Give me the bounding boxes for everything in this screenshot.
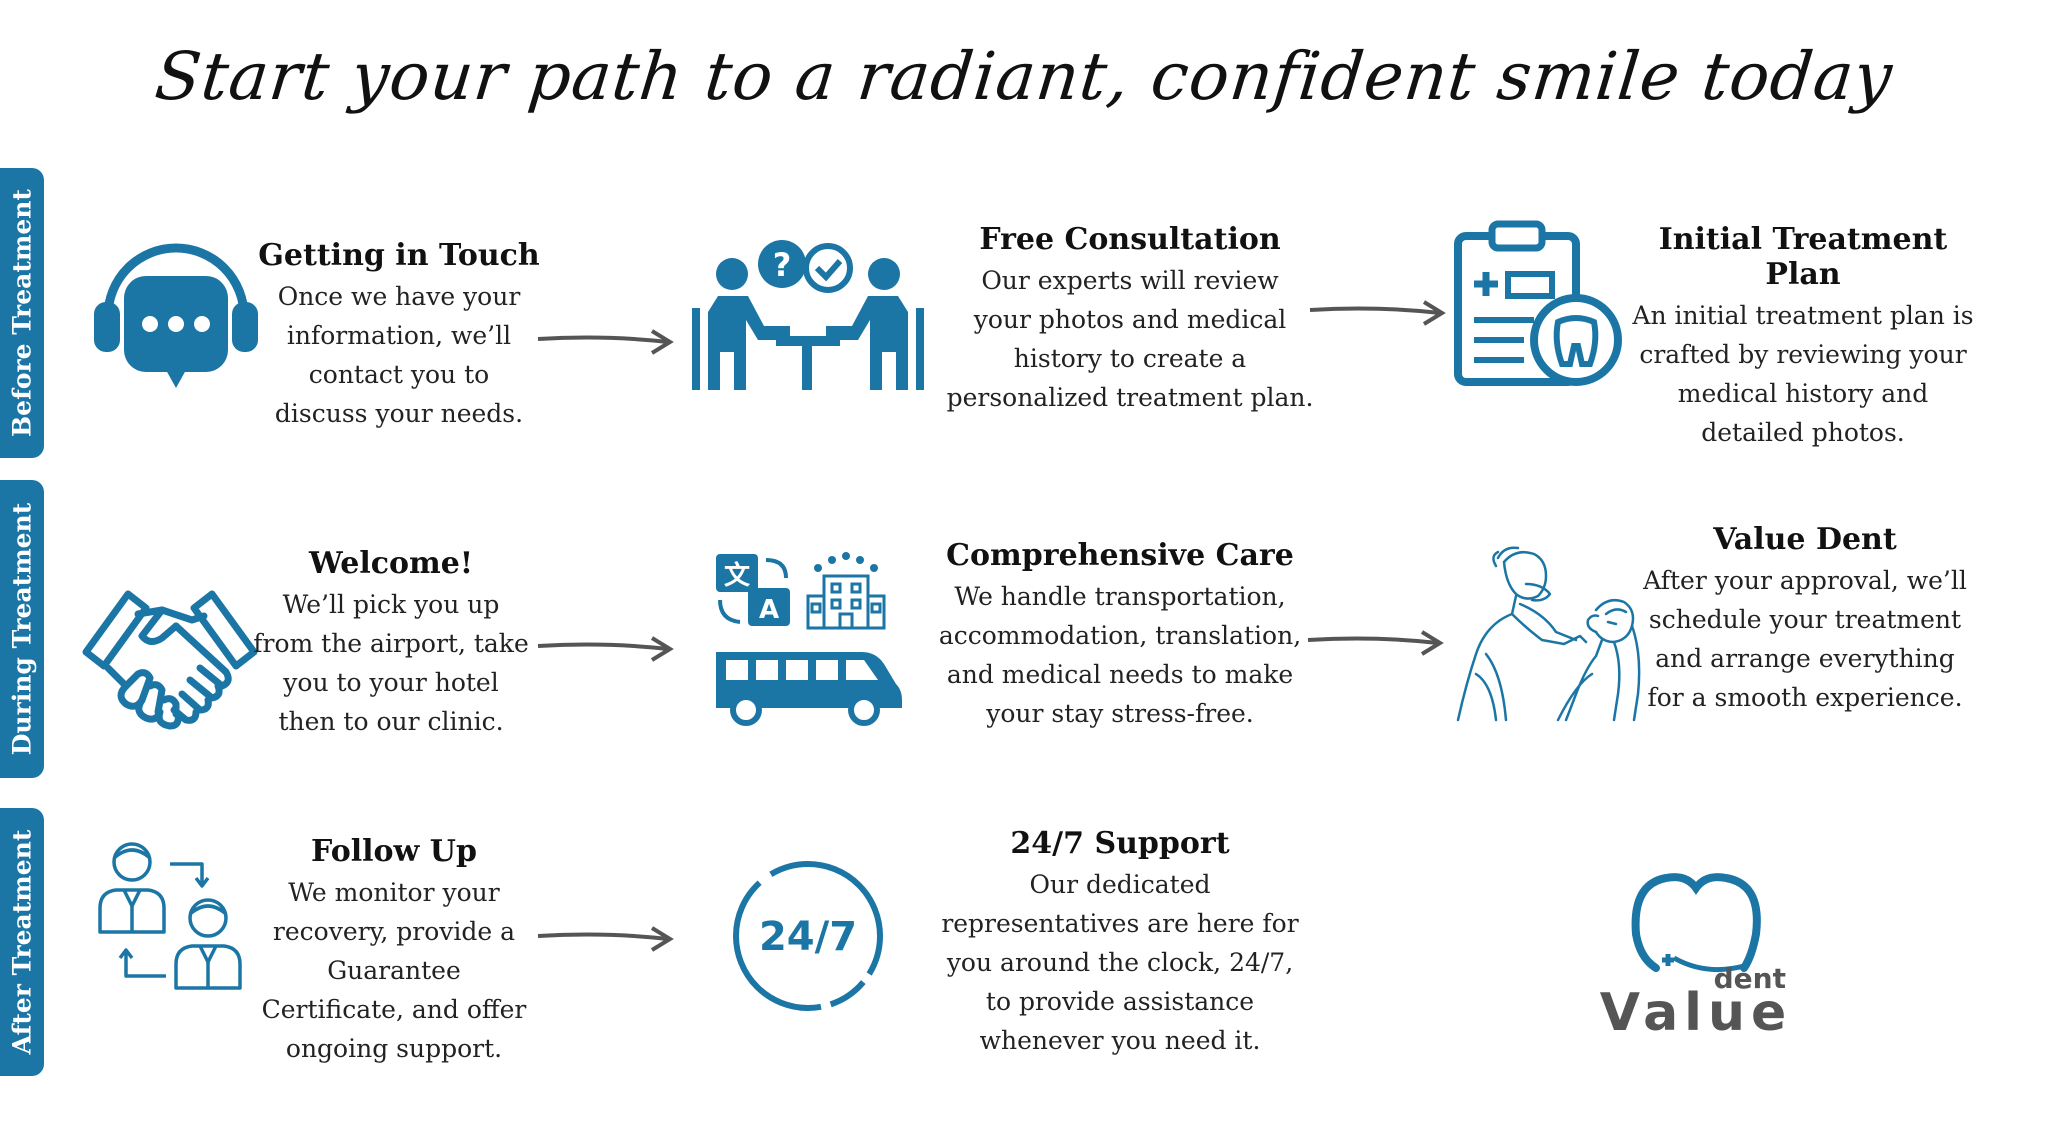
step-title: Follow Up: [311, 834, 477, 869]
step-line: medical history and: [1677, 379, 1929, 408]
svg-text:A: A: [759, 595, 779, 625]
support-icon-text: 24/7: [759, 914, 857, 960]
step-line: Certificate, and offer: [261, 995, 527, 1024]
step-line: detailed photos.: [1701, 418, 1905, 447]
phase-label: During Treatment: [7, 502, 37, 756]
step-line: information, we’ll: [286, 321, 512, 350]
step-title: Getting in Touch: [258, 238, 540, 273]
step-line: recovery, provide a: [272, 917, 516, 946]
clipboard-tooth-icon: [1454, 220, 1622, 386]
phase-tab-before: Before Treatment: [0, 168, 44, 458]
step-line: schedule your treatment: [1648, 605, 1962, 634]
step-line: personalized treatment plan.: [946, 383, 1314, 412]
step-follow-up: Follow Up We monitor your recovery, provi…: [252, 834, 536, 1068]
consultation-icon: ?: [692, 240, 924, 390]
step-value-dent: Value Dent After your approval, we’ll sch…: [1624, 522, 1986, 717]
svg-text:文: 文: [724, 560, 751, 591]
step-line: you to your hotel: [283, 668, 499, 697]
support-24-7-icon: 24/7: [733, 861, 883, 1011]
step-line: We monitor your: [288, 878, 500, 907]
step-line: Guarantee: [327, 956, 461, 985]
step-title: Value Dent: [1713, 522, 1897, 557]
step-line: and medical needs to make: [946, 660, 1294, 689]
phase-tab-during: During Treatment: [0, 480, 44, 778]
arrow-right-icon: [1307, 630, 1444, 656]
step-line: representatives are here for: [941, 909, 1299, 938]
step-line: you around the clock, 24/7,: [946, 948, 1294, 977]
step-line: Once we have your: [277, 282, 521, 311]
step-title: Free Consultation: [979, 222, 1281, 257]
step-title: Welcome!: [308, 546, 473, 581]
step-24-7-support: 24/7 Support Our dedicated representative…: [920, 826, 1320, 1060]
step-comprehensive-care: Comprehensive Care We handle transportat…: [920, 538, 1320, 733]
chat-headset-icon: [94, 243, 258, 388]
phase-tab-after: After Treatment: [0, 808, 44, 1076]
arrow-right-icon: [1309, 300, 1446, 326]
step-line: An initial treatment plan is: [1632, 301, 1974, 330]
step-title: 24/7 Support: [1010, 826, 1230, 861]
step-line: from the airport, take: [253, 629, 529, 658]
dentist-patient-illustration: [1456, 546, 1641, 722]
step-line: ongoing support.: [285, 1034, 503, 1063]
step-line: Our experts will review: [981, 266, 1279, 295]
step-line: history to create a: [1013, 344, 1247, 373]
phase-label: Before Treatment: [7, 189, 37, 437]
step-line: crafted by reviewing your: [1639, 340, 1967, 369]
step-title: Initial Treatment Plan: [1658, 222, 1948, 292]
translation-hotel-van-icon: 文 A: [716, 552, 902, 726]
step-line: accommodation, translation,: [938, 621, 1302, 650]
logo-small-text: dent: [1714, 962, 1786, 995]
step-line: After your approval, we’ll: [1643, 566, 1967, 595]
step-line: whenever you need it.: [979, 1026, 1261, 1055]
arrow-right-icon: [537, 636, 674, 662]
step-line: and arrange everything: [1655, 644, 1955, 673]
value-dent-logo: dent Value: [1600, 873, 1793, 1034]
step-line: contact you to: [308, 360, 490, 389]
step-line: Our dedicated: [1029, 870, 1211, 899]
step-line: We handle transportation,: [954, 582, 1286, 611]
step-title: Comprehensive Care: [946, 538, 1294, 573]
svg-text:?: ?: [773, 246, 792, 284]
step-line: your stay stress-free.: [986, 699, 1254, 728]
step-line: then to our clinic.: [278, 707, 504, 736]
step-initial-treatment-plan: Initial Treatment Plan An initial treatm…: [1620, 222, 1986, 452]
arrow-right-icon: [537, 926, 674, 952]
arrow-right-icon: [537, 329, 674, 355]
step-line: to provide assistance: [985, 987, 1255, 1016]
handshake-icon: [82, 590, 258, 730]
logo-word: Value: [1600, 983, 1793, 1034]
step-free-consultation: Free Consultation Our experts will revie…: [930, 222, 1330, 417]
step-line: your photos and medical: [973, 305, 1287, 334]
step-line: We’ll pick you up: [282, 590, 500, 619]
step-welcome: Welcome! We’ll pick you up from the airpo…: [246, 546, 536, 741]
step-line: for a smooth experience.: [1647, 683, 1963, 712]
step-getting-in-touch: Getting in Touch Once we have your inform…: [254, 238, 544, 433]
page-title: Start your path to a radiant, confident …: [151, 38, 1897, 115]
step-line: discuss your needs.: [274, 399, 524, 428]
phase-label: After Treatment: [7, 829, 37, 1055]
follow-up-people-icon: [98, 842, 242, 990]
